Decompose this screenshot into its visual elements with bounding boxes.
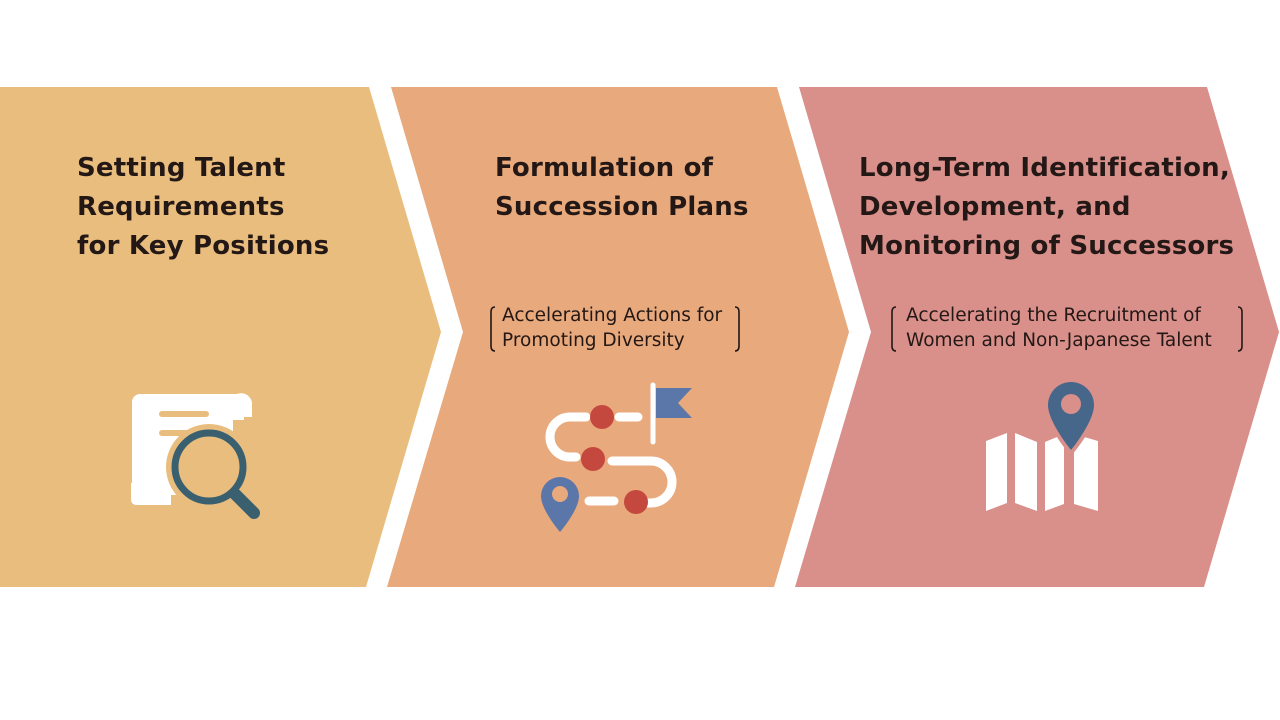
step-3-chevron — [795, 87, 1279, 587]
right-bracket-icon — [734, 306, 740, 352]
document-search-icon — [131, 393, 260, 519]
step-2-subtitle: Accelerating Actions for Promoting Diver… — [502, 305, 723, 351]
step-2-chevron — [387, 87, 849, 587]
left-bracket-icon — [891, 306, 897, 352]
map-pin-icon — [986, 378, 1098, 511]
step-3-subtitle: Accelerating the Recruitment of Women an… — [906, 305, 1212, 351]
step-1-title: Setting Talent Requirements for Key Posi… — [77, 153, 330, 261]
roadmap-route-icon — [541, 382, 692, 532]
right-bracket-icon — [1237, 306, 1243, 352]
step-1-chevron — [0, 87, 441, 587]
step-2-title: Formulation of Succession Plans — [495, 153, 749, 222]
step-3-title: Long-Term Identification, Development, a… — [859, 153, 1235, 261]
left-bracket-icon — [490, 306, 496, 352]
